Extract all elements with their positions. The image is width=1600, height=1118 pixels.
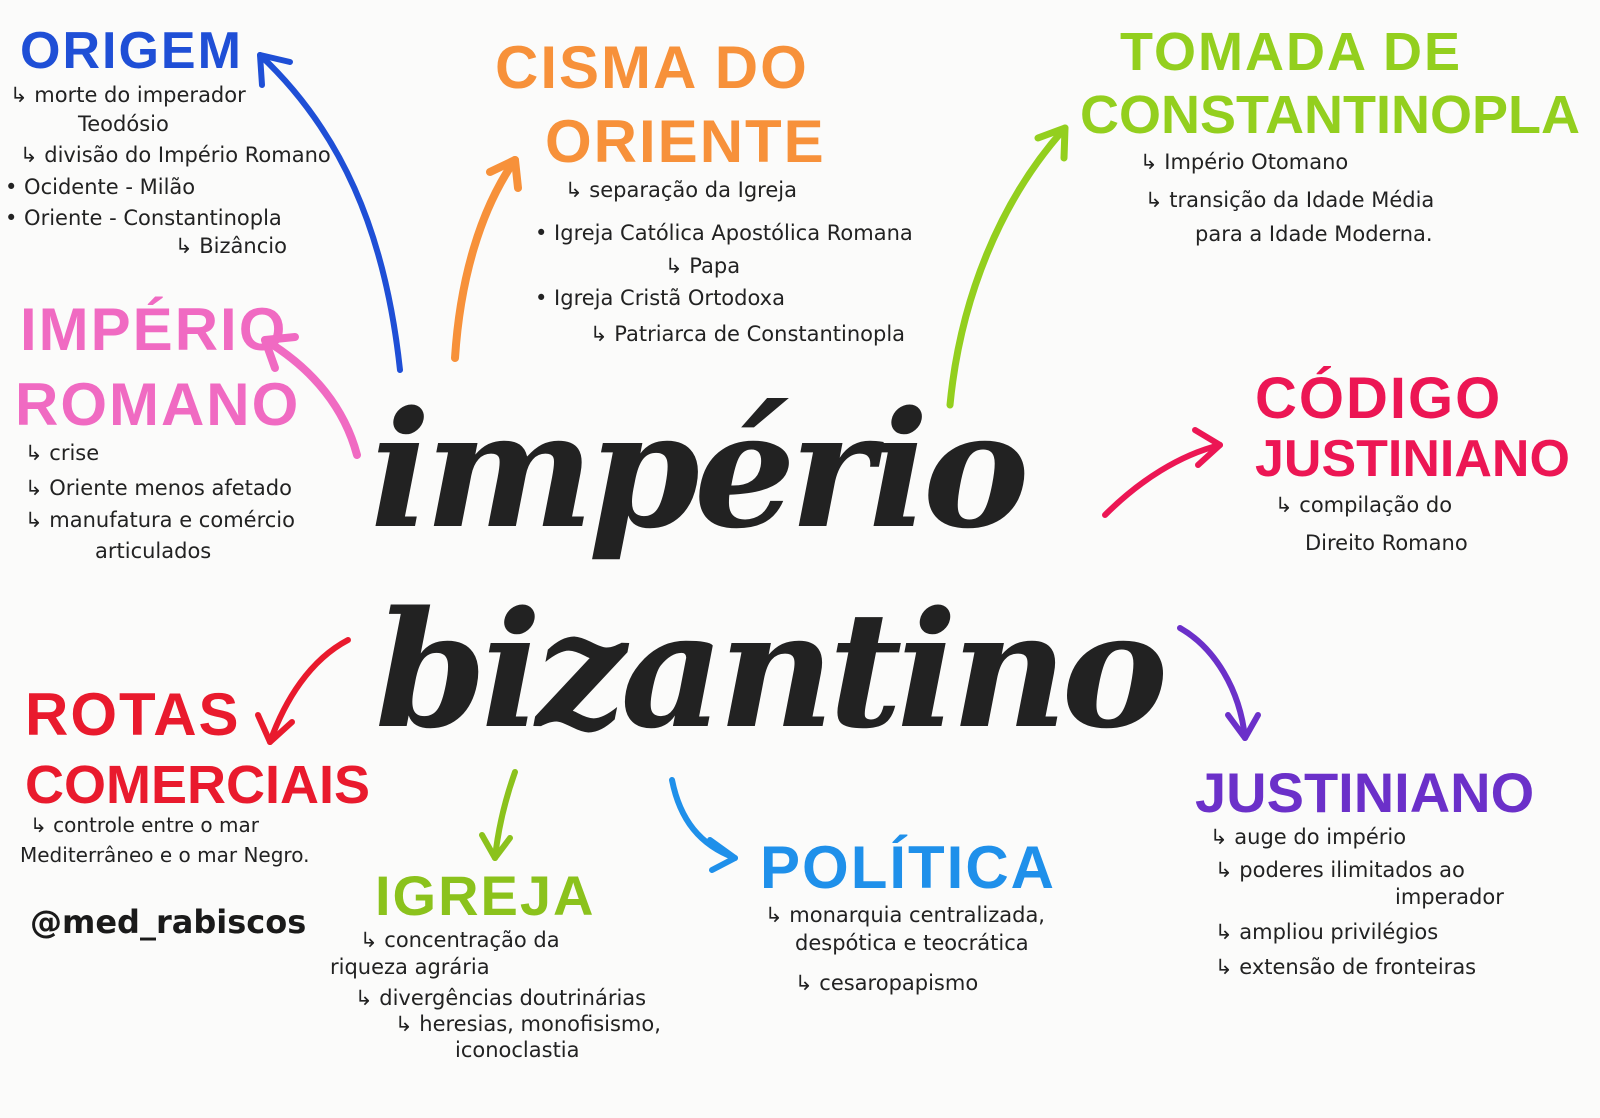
node-line: ↳ Império Otomano — [1140, 150, 1349, 174]
node-line: ↳ concentração da — [360, 928, 560, 952]
node-title: CONSTANTINOPLA — [1080, 85, 1580, 145]
node-line: ↳ heresias, monofisismo, — [395, 1012, 661, 1036]
node-line: ↳ crise — [25, 441, 100, 465]
node-line: ↳ monarquia centralizada, — [765, 903, 1045, 927]
node-title: JUSTINIANO — [1255, 430, 1570, 488]
node-title: POLÍTICA — [760, 834, 1056, 901]
node-line: ↳ cesaropapismo — [795, 971, 979, 995]
central-title-line1: império — [370, 376, 1030, 564]
arrow-imperio-romano — [261, 333, 361, 459]
node-line: ↳ divergências doutrinárias — [355, 986, 647, 1010]
node-line: ↳ divisão do Império Romano — [20, 143, 331, 167]
arrow-justiniano — [1177, 625, 1261, 741]
node-line: despótica e teocrática — [795, 931, 1029, 955]
node-line: ↳ auge do império — [1210, 825, 1407, 849]
node-line: ↳ ampliou privilégios — [1215, 920, 1439, 944]
central-title-line2: bizantino — [375, 576, 1168, 764]
node-line: Mediterrâneo e o mar Negro. — [20, 843, 310, 867]
node-title: CÓDIGO — [1255, 366, 1503, 431]
node-line: iconoclastia — [455, 1038, 580, 1062]
node-line: ↳ morte do imperador — [10, 83, 246, 107]
node-line: Direito Romano — [1305, 531, 1468, 555]
arrow-politica — [669, 777, 738, 873]
node-title: ROMANO — [15, 371, 301, 438]
node-title: IGREJA — [375, 864, 596, 927]
signature: @med_rabiscos — [30, 903, 307, 941]
node-line: ↳ poderes ilimitados ao — [1215, 858, 1465, 882]
node-line: articulados — [95, 539, 212, 563]
node-title: ROTAS — [25, 681, 241, 748]
node-line: ↳ transição da Idade Média — [1145, 188, 1435, 212]
node-line: Teodósio — [78, 112, 169, 136]
node-line: ↳ Patriarca de Constantinopla — [590, 322, 906, 346]
arrow-cisma — [451, 156, 522, 362]
node-line: ↳ Papa — [665, 254, 741, 278]
node-line: • Oriente - Constantinopla — [5, 206, 282, 230]
node-line: para a Idade Moderna. — [1195, 222, 1433, 246]
node-line: imperador — [1395, 885, 1504, 909]
node-title: JUSTINIANO — [1195, 761, 1535, 824]
arrow-rotas — [255, 637, 351, 745]
arrow-tomada — [946, 124, 1069, 409]
node-line: riqueza agrária — [330, 955, 490, 979]
arrow-igreja — [479, 769, 518, 861]
node-title: CISMA DO — [495, 34, 809, 101]
node-line: ↳ manufatura e comércio — [25, 508, 295, 532]
node-line: ↳ Oriente menos afetado — [25, 476, 292, 500]
node-line: ↳ controle entre o mar — [30, 813, 259, 837]
node-title: TOMADA DE — [1120, 22, 1462, 82]
node-line: • Igreja Católica Apostólica Romana — [535, 221, 913, 245]
node-line: ↳ extensão de fronteiras — [1215, 955, 1477, 979]
node-title: IMPÉRIO — [20, 296, 288, 363]
arrow-origem — [257, 52, 403, 373]
node-line: • Igreja Cristã Ortodoxa — [535, 286, 785, 310]
node-line: • Ocidente - Milão — [5, 175, 196, 199]
node-title: ORIGEM — [20, 22, 243, 80]
node-line: ↳ compilação do — [1275, 493, 1453, 517]
node-title: ORIENTE — [545, 108, 826, 175]
node-line: ↳ Bizâncio — [175, 234, 287, 258]
node-title: COMERCIAIS — [25, 755, 371, 815]
arrow-codigo — [1102, 427, 1223, 518]
node-line: ↳ separação da Igreja — [565, 178, 797, 202]
